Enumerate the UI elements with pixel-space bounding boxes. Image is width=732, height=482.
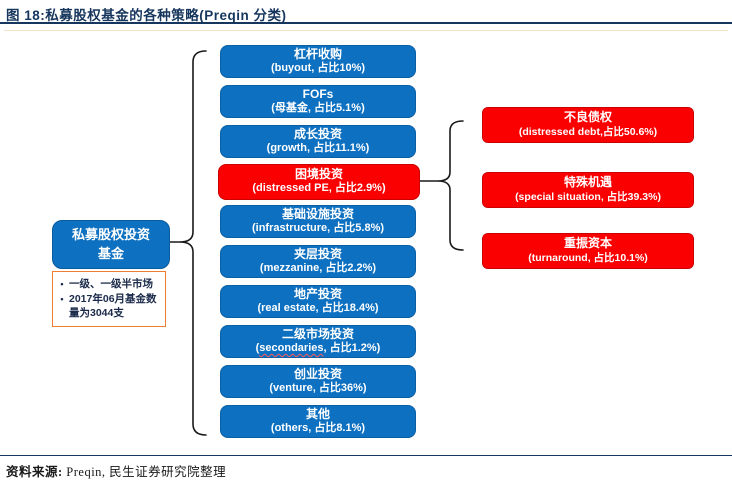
node-real-estate: 地产投资 (real estate, 占比18.4%) [220, 285, 416, 318]
root-node-private-equity: 私募股权投资 基金 [52, 220, 170, 269]
node-venture: 创业投资 (venture, 占比36%) [220, 365, 416, 398]
node-fofs: FOFs (母基金, 占比5.1%) [220, 85, 416, 118]
node-secondaries: 二级市场投资 (secondaries, 占比1.2%) [220, 325, 416, 358]
source-text: Preqin, 民生证券研究院整理 [66, 465, 227, 479]
figure-title: 图 18:私募股权基金的各种策略(Preqin 分类) [6, 8, 287, 23]
node-infrastructure: 基础设施投资 (infrastructure, 占比5.8%) [220, 205, 416, 238]
note-bullet-item: • 一级、一级半市场 [55, 277, 162, 292]
right-bracket [437, 120, 464, 251]
root-node-label-line2: 基金 [97, 245, 124, 261]
note-bullet-item: • 2017年06月基金数量为3044支 [55, 292, 162, 321]
note-box: • 一级、一级半市场 • 2017年06月基金数量为3044支 [52, 271, 166, 328]
node-growth: 成长投资 (growth, 占比11.1%) [220, 125, 416, 158]
node-distressed-debt: 不良债权 (distressed debt,占比50.6%) [482, 107, 694, 143]
strategy-column: 杠杆收购 (buyout, 占比10%) FOFs (母基金, 占比5.1%) … [218, 45, 420, 438]
node-mezzanine: 夹层投资 (mezzanine, 占比2.2%) [220, 245, 416, 278]
left-bracket [179, 50, 207, 436]
spellcheck-underlined-word: secondaries [259, 342, 324, 355]
footer-divider [0, 455, 732, 456]
subtle-divider [4, 30, 728, 31]
paren-open: ( [255, 342, 260, 355]
node-special-situation: 特殊机遇 (special situation, 占比39.3%) [482, 172, 694, 208]
sub-rest: , 占比1.2%) [323, 342, 381, 355]
source-line: 资料来源: Preqin, 民生证券研究院整理 [6, 461, 706, 480]
note-text: 2017年06月基金数量为3044支 [69, 292, 157, 320]
node-buyout: 杠杆收购 (buyout, 占比10%) [220, 45, 416, 78]
node-others: 其他 (others, 占比8.1%) [220, 405, 416, 438]
title-divider [0, 22, 732, 24]
root-node-label-line1: 私募股权投资 [71, 226, 150, 242]
node-turnaround: 重振资本 (turnaround, 占比10.1%) [482, 233, 694, 269]
node-distressed-pe: 困境投资 (distressed PE, 占比2.9%) [218, 163, 420, 200]
source-label: 资料来源: [6, 465, 63, 479]
bullet-dot: • [60, 279, 64, 289]
note-text: 一级、一级半市场 [69, 278, 153, 290]
bullet-dot: • [60, 293, 64, 304]
